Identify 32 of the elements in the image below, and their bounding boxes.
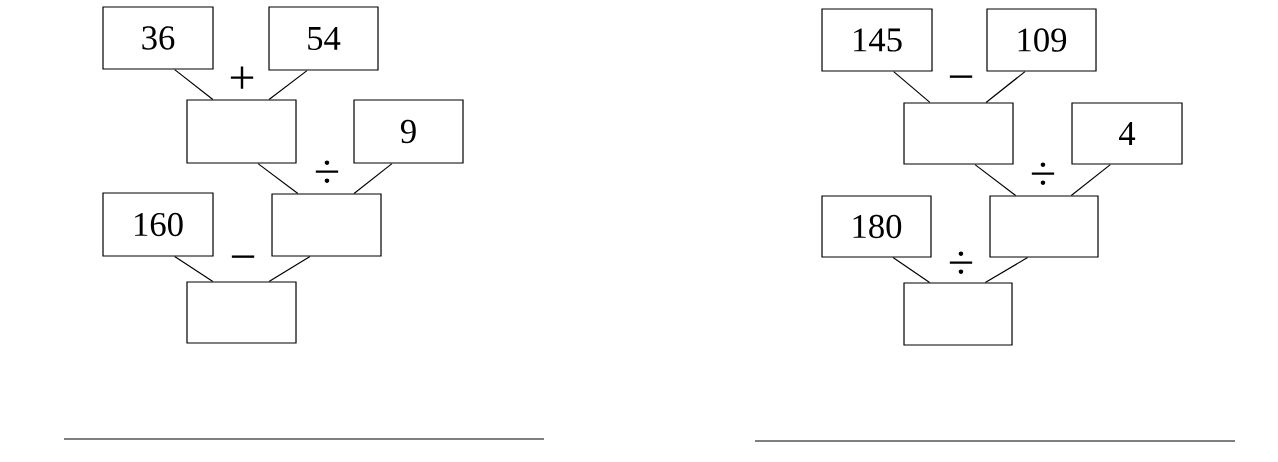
connector-line — [984, 257, 1029, 283]
connector-line — [174, 256, 214, 282]
number-box: 4 — [1071, 102, 1183, 165]
number-box: 180 — [821, 195, 932, 258]
number-box: 145 — [821, 8, 933, 72]
connector-line — [353, 163, 393, 194]
answer-box — [903, 282, 1013, 346]
answer-box — [271, 193, 382, 257]
connector-line — [1070, 164, 1111, 196]
connector-line — [893, 71, 931, 103]
connector-line — [257, 163, 299, 194]
connector-line — [974, 164, 1017, 196]
number-box: 9 — [353, 99, 464, 164]
connector-line — [174, 69, 214, 100]
number-box: 36 — [102, 6, 214, 70]
answer-box — [186, 281, 297, 344]
operation-sign: + — [230, 66, 254, 89]
number-box: 109 — [986, 8, 1097, 72]
connector-line — [268, 70, 308, 100]
operation-sign: ÷ — [315, 160, 339, 183]
operation-sign: ÷ — [1031, 162, 1055, 185]
answer-box — [186, 99, 297, 164]
connector-line — [268, 256, 311, 282]
connector-line — [985, 71, 1026, 103]
number-box: 160 — [102, 192, 214, 257]
connector-line — [892, 257, 931, 283]
number-box: 54 — [268, 6, 379, 71]
operation-sign: − — [231, 255, 255, 258]
answer-box — [903, 102, 1014, 165]
operation-sign: ÷ — [949, 251, 973, 274]
answer-box — [989, 195, 1099, 258]
operation-sign: − — [949, 75, 973, 78]
